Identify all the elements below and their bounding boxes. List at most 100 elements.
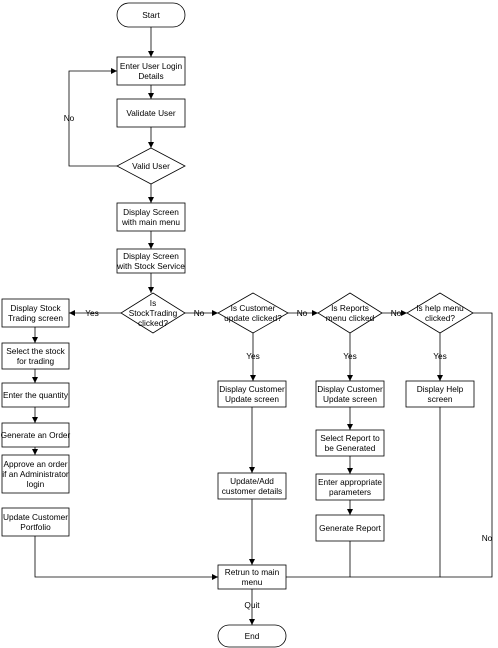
main-menu-step-shape (116, 202, 186, 232)
update-add-customer-step-text-line: customer details (222, 486, 282, 496)
stock-trading-decision-text-line: clicked? (138, 318, 168, 328)
main-menu-step-text-line: Display Screen (123, 207, 179, 217)
return-main-menu-step-shape (217, 564, 287, 590)
end-terminator: End (217, 624, 287, 648)
help-screen-step-text-line: Display Help (417, 384, 464, 394)
customer-update-screen-step-text-line: Update screen (225, 394, 279, 404)
label-customer-yes: Yes (246, 351, 260, 361)
update-portfolio-step-shape (1, 507, 70, 537)
reports-menu-decision-text-line: Is Reports (331, 303, 369, 313)
select-stock-step-shape (1, 342, 70, 370)
report-customer-update-screen-step-text-line: Display Customer (317, 384, 383, 394)
approve-order-step-shape (1, 454, 70, 494)
start-terminator-shape (116, 2, 186, 28)
update-add-customer-step-text-line: Update/Add (230, 476, 274, 486)
stock-trading-decision-text-line: StockTrading (129, 308, 178, 318)
edge-generate-return (286, 541, 351, 578)
stock-service-step-shape (116, 248, 186, 274)
label-stock-no: No (194, 308, 205, 318)
customer-update-decision-shape (217, 292, 289, 334)
login-step-text-line: Enter User Login (120, 61, 183, 71)
edge-valid-no-loop (68, 68, 117, 167)
enter-parameters-step-shape (315, 473, 385, 501)
help-menu-decision-text-line: clicked? (425, 313, 455, 323)
stock-trading-screen-step-shape (1, 298, 70, 328)
approve-order-step-text-line: if an Administrator (2, 469, 69, 479)
valid-user-decision: Valid User (116, 147, 186, 185)
main-menu-step-text-line: with main menu (121, 217, 180, 227)
reports-menu-decision-text-line: menu clicked (326, 313, 375, 323)
connector-lines (32, 27, 493, 625)
valid-user-decision-text-line: Valid User (132, 161, 170, 171)
generate-order-step-shape (1, 422, 70, 448)
approve-order-step-text-line: Approve an order (3, 459, 67, 469)
select-report-step-text-line: be Generated (325, 443, 376, 453)
validate-step: Validate User (116, 98, 186, 128)
validate-step-text-line: Validate User (126, 108, 175, 118)
label-quit: Quit (244, 600, 260, 610)
report-customer-update-screen-step-text-line: Update screen (323, 394, 377, 404)
generate-report-step-text: Generate Report (319, 523, 381, 533)
select-stock-step-text-line: Select the stock (6, 346, 65, 356)
generate-report-step: Generate Report (315, 514, 385, 542)
help-screen-step-text-line: screen (428, 394, 453, 404)
label-reports-yes: Yes (343, 351, 357, 361)
login-step-shape (116, 56, 186, 86)
update-portfolio-step-text-line: Portfolio (20, 522, 51, 532)
customer-update-decision-text-line: update clicked? (224, 313, 282, 323)
enter-quantity-step-text-line: Enter the quantity (3, 390, 69, 400)
label-stock-yes: Yes (85, 308, 99, 318)
stock-trading-screen-step-text-line: Trading screen (8, 313, 63, 323)
stock-service-step-text-line: Display Screen (123, 251, 179, 261)
help-screen-step-shape (405, 380, 475, 408)
customer-update-decision-text-line: Is Customer (231, 303, 276, 313)
generate-report-step-text-line: Generate Report (319, 523, 381, 533)
end-terminator-shape (217, 624, 287, 648)
stock-service-step-text-line: with Stock Service (116, 261, 185, 271)
return-main-menu-step-text-line: menu (242, 577, 263, 587)
edge-help-no (440, 312, 493, 578)
valid-user-decision-shape (116, 147, 186, 185)
select-report-step-text-line: Select Report to (320, 433, 380, 443)
approve-order-step-text-line: login (27, 479, 45, 489)
label-help-no: No (482, 533, 493, 543)
generate-order-step: Generate an Order (1, 422, 71, 448)
label-reports-no: No (391, 308, 402, 318)
update-add-customer-step-shape (217, 472, 287, 500)
generate-order-step-text-line: Generate an Order (1, 430, 71, 440)
return-main-menu-step-text-line: Retrun to main (225, 567, 280, 577)
